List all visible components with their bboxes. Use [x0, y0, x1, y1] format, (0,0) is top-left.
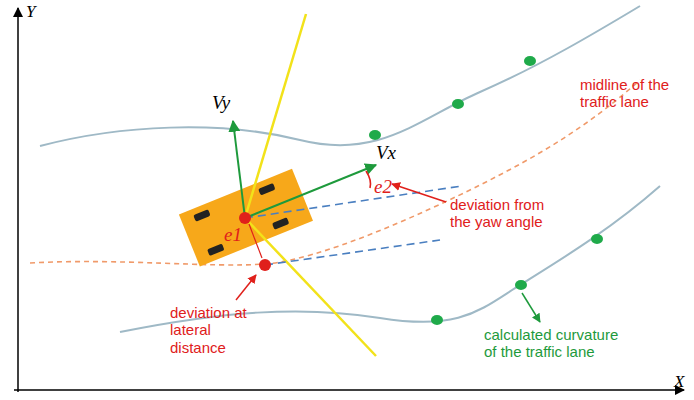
lane-point: [259, 259, 271, 271]
vector-label: Vy: [212, 92, 242, 114]
leader-arrow: [392, 184, 446, 202]
error-label: e2: [374, 176, 400, 198]
y-axis: [17, 8, 19, 392]
reference-line: [265, 240, 440, 265]
curvature-points: [369, 56, 603, 325]
lateral-deviation-note: deviation at lateral distance: [170, 304, 250, 356]
lane-midline: [30, 80, 640, 265]
velocity-x: [245, 165, 376, 218]
leader-arrow: [522, 293, 540, 322]
normal-line: [245, 14, 306, 218]
lateral-gap: [249, 224, 262, 258]
normal-line: [245, 218, 376, 356]
yaw-deviation-note: deviation from the yaw angle: [450, 196, 568, 231]
vector-label: Vx: [376, 142, 406, 164]
reference-line: [245, 186, 462, 218]
x-axis: [14, 389, 684, 391]
axis-label: X: [674, 372, 690, 392]
axis-label: Y: [26, 2, 46, 22]
leader-arrow: [236, 275, 256, 300]
curvature-note: calculated curvature of the traffic lane: [484, 326, 634, 361]
car: [179, 169, 313, 267]
vehicle-point: [239, 212, 251, 224]
velocity-y: [233, 121, 245, 218]
error-label: e1: [224, 224, 248, 246]
yaw-arc: [366, 171, 371, 188]
midline-note: midline of the traffic lane: [580, 76, 690, 111]
lane-boundary: [40, 6, 640, 146]
